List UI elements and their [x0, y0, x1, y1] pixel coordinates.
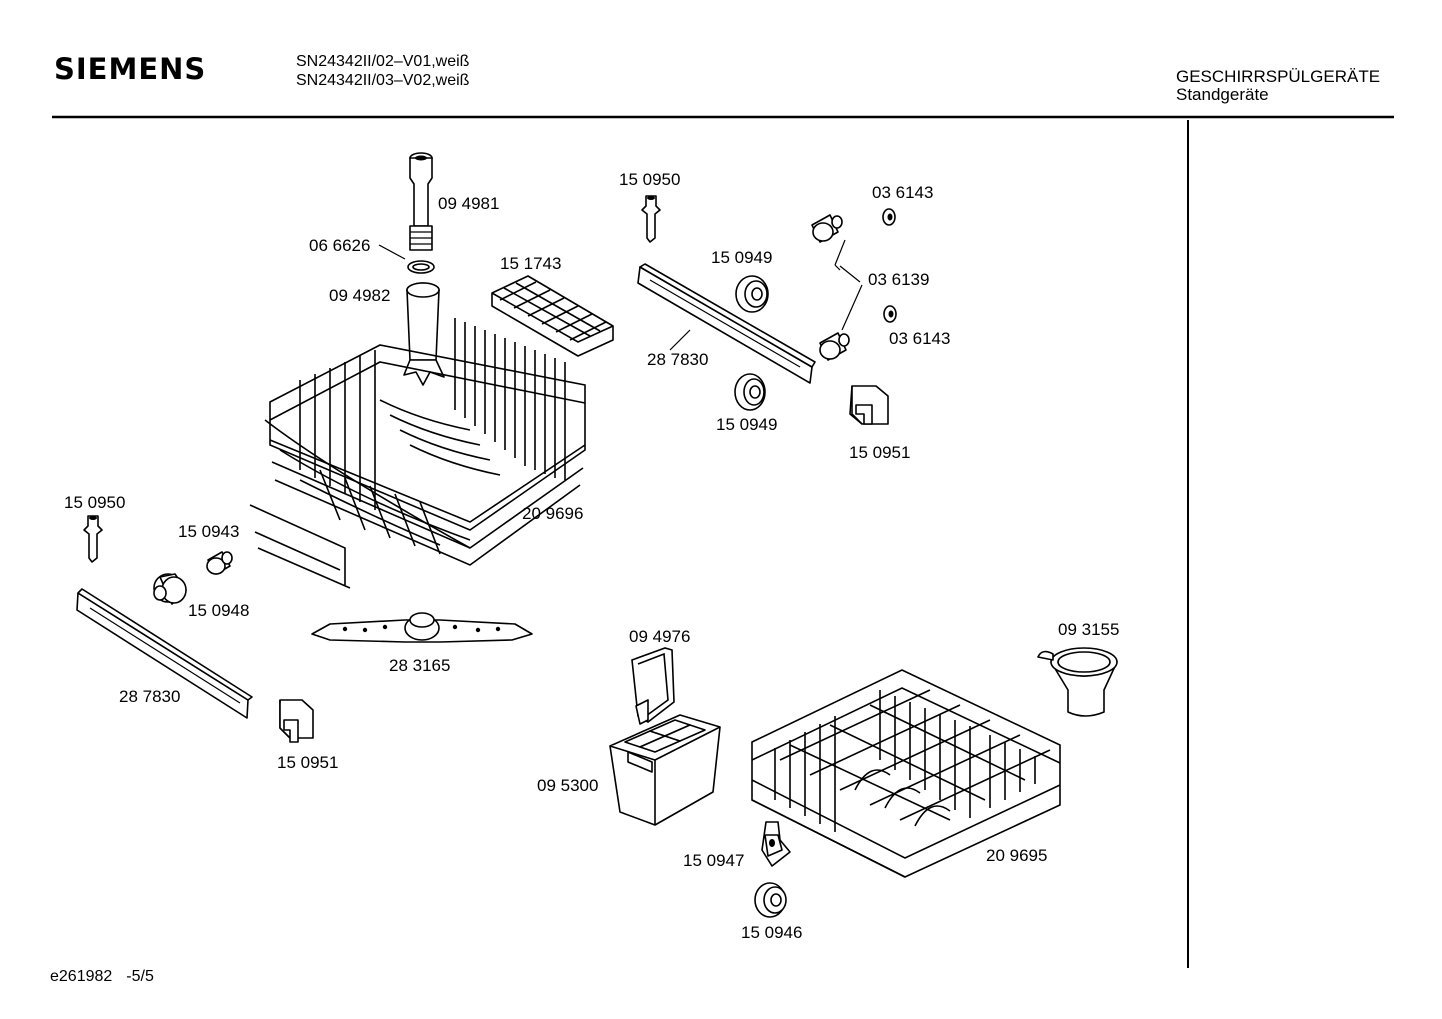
label-283165: 28 3165	[389, 656, 450, 675]
o-ring-part	[407, 260, 435, 274]
spray-pipe-part	[409, 152, 433, 251]
label-150946: 15 0946	[741, 923, 802, 942]
label-094981: 09 4981	[438, 194, 499, 213]
lower-basket-part	[751, 669, 1061, 878]
model-list: SN24342II/02–V01,weiß SN24342II/03–V02,w…	[296, 52, 469, 90]
label-150943: 15 0943	[178, 522, 239, 541]
brand-logo: SIEMENS	[54, 52, 207, 86]
cutlery-basket-part	[609, 714, 721, 826]
washer-a-part	[882, 208, 896, 226]
label-150950-left: 15 0950	[64, 493, 125, 512]
end-cap-right-part	[849, 385, 889, 425]
label-093155: 09 3155	[1058, 620, 1119, 639]
label-095300: 09 5300	[537, 776, 598, 795]
label-150949-b: 15 0949	[716, 415, 777, 434]
funnel-part	[1037, 647, 1118, 717]
label-209695: 20 9695	[986, 846, 1047, 865]
label-150951-right: 15 0951	[849, 443, 910, 462]
clip-pin-top-part	[641, 195, 661, 243]
roller-wheel-b-part	[734, 373, 766, 411]
label-150948: 15 0948	[188, 601, 249, 620]
label-287830-left: 28 7830	[119, 687, 180, 706]
footer: e261982 -5/5	[50, 968, 154, 986]
category-title: GESCHIRRSPÜLGERÄTE	[1176, 67, 1381, 86]
roller-lower-part	[754, 882, 787, 918]
upper-basket-part	[249, 318, 586, 589]
leader-lines	[378, 239, 863, 351]
label-287830-right: 28 7830	[647, 350, 708, 369]
label-036139: 03 6139	[868, 270, 929, 289]
document-id: e261982	[50, 968, 113, 985]
label-036143-a: 03 6143	[872, 183, 933, 202]
cup-rack-part	[491, 275, 614, 357]
model-line-2: SN24342II/03–V02,weiß	[296, 72, 470, 89]
label-209696: 20 9696	[522, 504, 583, 523]
label-036143-b: 03 6143	[889, 329, 950, 348]
label-150950-top: 15 0950	[619, 170, 680, 189]
model-line-1: SN24342II/02–V01,weiß	[296, 53, 470, 70]
basket-stopper-part	[761, 821, 791, 867]
end-cap-left-part	[279, 699, 314, 743]
page-number: -5/5	[126, 968, 154, 985]
label-150949-a: 15 0949	[711, 248, 772, 267]
spray-tube-part	[403, 282, 445, 386]
rail-right-part	[637, 263, 816, 384]
roller-wheel-a-part	[735, 275, 769, 313]
lower-basket-tines	[774, 690, 1036, 832]
category-block: GESCHIRRSPÜLGERÄTE Standgeräte	[1176, 68, 1380, 104]
washer-b-part	[883, 305, 897, 323]
basket-handle-part	[631, 647, 675, 725]
label-094982: 09 4982	[329, 286, 390, 305]
label-066626: 06 6626	[309, 236, 370, 255]
stopper-part	[206, 551, 233, 575]
spray-arm-part	[311, 612, 533, 643]
label-150951-left: 15 0951	[277, 753, 338, 772]
upper-basket-tines	[299, 318, 566, 555]
clip-pin-left-part	[83, 515, 103, 563]
category-subtitle: Standgeräte	[1176, 85, 1269, 104]
axle-a-part	[811, 214, 843, 243]
label-094976: 09 4976	[629, 627, 690, 646]
rail-left-part	[76, 588, 253, 719]
label-151743: 15 1743	[500, 254, 561, 273]
roller-left-part	[153, 573, 187, 605]
label-150947: 15 0947	[683, 851, 744, 870]
axle-b-part	[819, 332, 850, 361]
